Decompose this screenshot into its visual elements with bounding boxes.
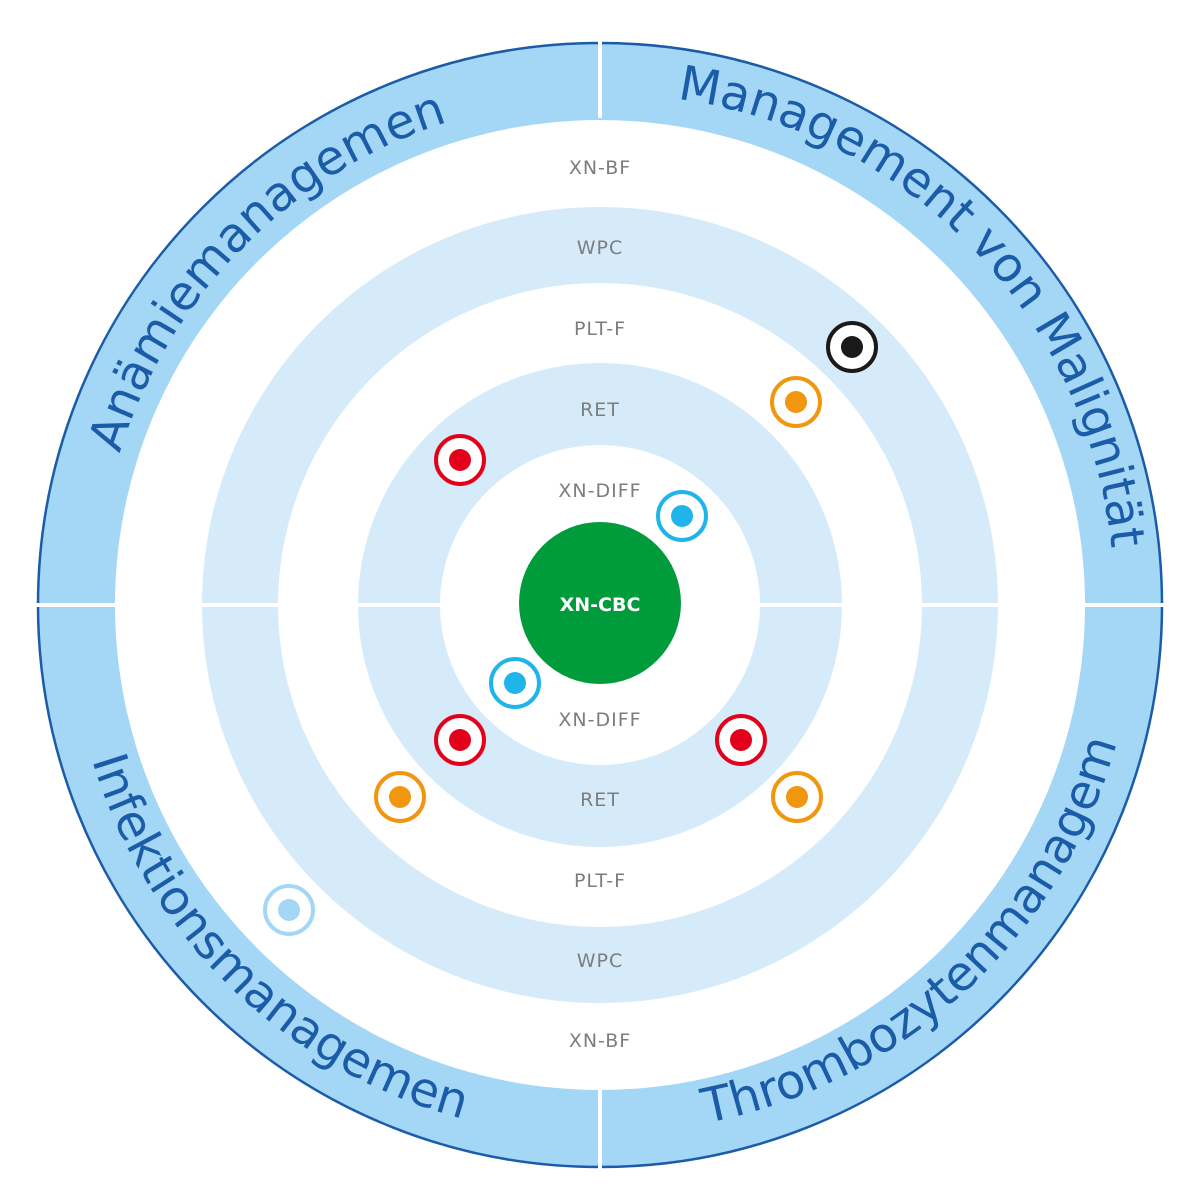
marker-red-top-left [434, 434, 486, 486]
ring-label-top-xn-diff: XN-DIFF [558, 480, 641, 502]
ring-label-bottom-xn-diff: XN-DIFF [558, 709, 641, 731]
ring-label-top-xn-bf: XN-BF [569, 157, 631, 179]
marker-cyan-bottom-left [489, 657, 541, 709]
marker-lightblue-bottom-left [263, 884, 315, 936]
ring-label-top-plt-f: PLT-F [574, 318, 626, 340]
marker-orange-bottom-left [374, 771, 426, 823]
ring-label-bottom-ret: RET [580, 789, 620, 811]
marker-black-top-right [826, 321, 878, 373]
marker-orange-top-right [770, 376, 822, 428]
marker-orange-bottom-right [771, 771, 823, 823]
marker-cyan-top-right [656, 490, 708, 542]
markers [263, 321, 878, 936]
ring-label-bottom-wpc: WPC [577, 950, 624, 972]
center-label: XN-CBC [560, 594, 641, 616]
ring-label-top-ret: RET [580, 399, 620, 421]
ring-label-bottom-plt-f: PLT-F [574, 870, 626, 892]
center-circle [519, 522, 681, 684]
ring-label-bottom-xn-bf: XN-BF [569, 1030, 631, 1052]
ring-label-top-wpc: WPC [577, 237, 624, 259]
marker-red-bottom-left [434, 714, 486, 766]
marker-red-bottom-right [715, 714, 767, 766]
quadrant-dividers [36, 40, 1166, 1170]
